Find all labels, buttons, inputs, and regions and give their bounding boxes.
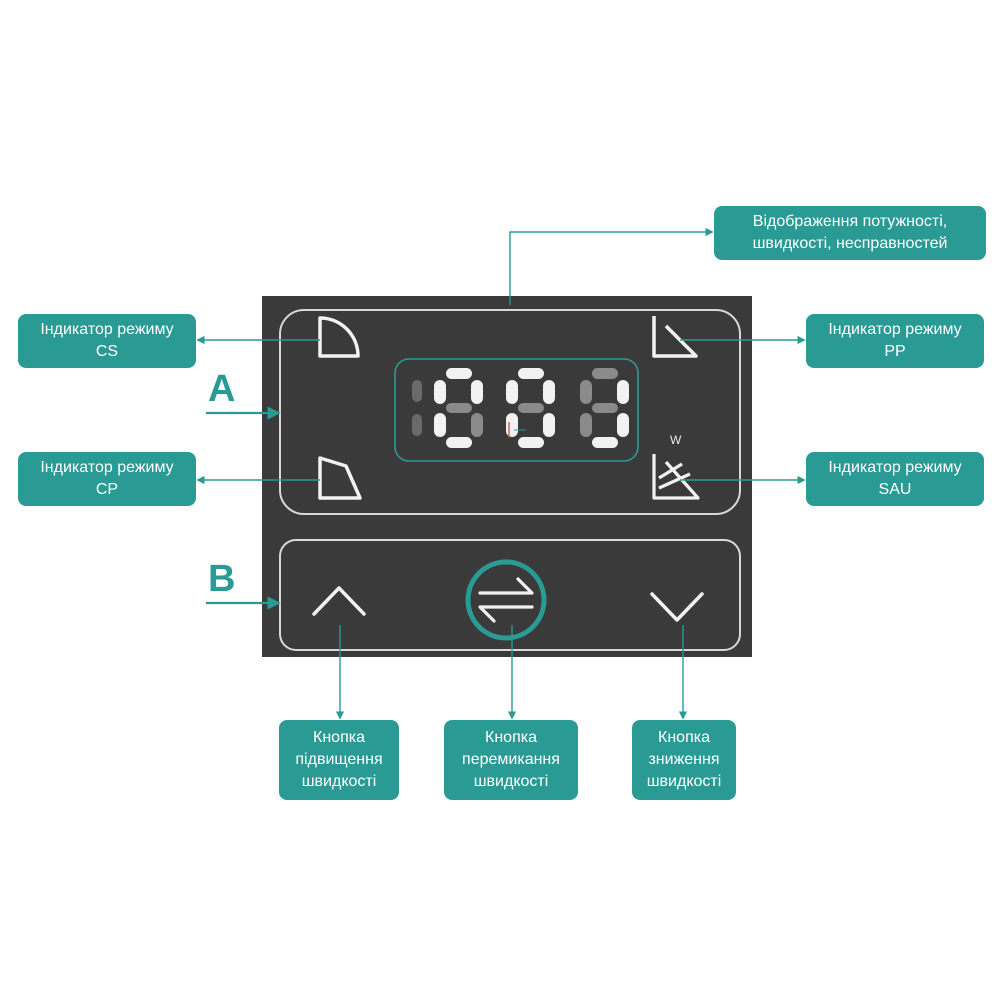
unit-label: W [670, 433, 682, 447]
pp-mode-icon [652, 316, 698, 358]
speed-down-button[interactable] [650, 592, 704, 622]
speed-up-callout: Кнопка підвищення швидкості [279, 720, 399, 800]
display-callout: Відображення потужності, швидкості, несп… [714, 206, 986, 260]
speed-down-callout: Кнопка зниження швидкості [632, 720, 736, 800]
display-window [394, 358, 639, 462]
section-a-label: A [208, 368, 236, 410]
sau-mode-icon [652, 454, 700, 500]
cs-mode-icon [318, 316, 360, 358]
section-b-frame [279, 539, 741, 651]
section-b-label: B [208, 558, 236, 600]
sau-callout: Індикатор режиму SAU [806, 452, 984, 506]
cp-mode-icon [318, 456, 362, 500]
speed-switch-button[interactable] [465, 559, 547, 641]
speed-switch-callout: Кнопка перемикання швидкості [444, 720, 578, 800]
control-panel: W [262, 296, 752, 657]
cs-callout: Індикатор режиму CS [18, 314, 196, 368]
seven-segment-display [412, 368, 629, 448]
cp-callout: Індикатор режиму CP [18, 452, 196, 506]
pp-callout: Індикатор режиму PP [806, 314, 984, 368]
speed-up-button[interactable] [312, 586, 366, 616]
